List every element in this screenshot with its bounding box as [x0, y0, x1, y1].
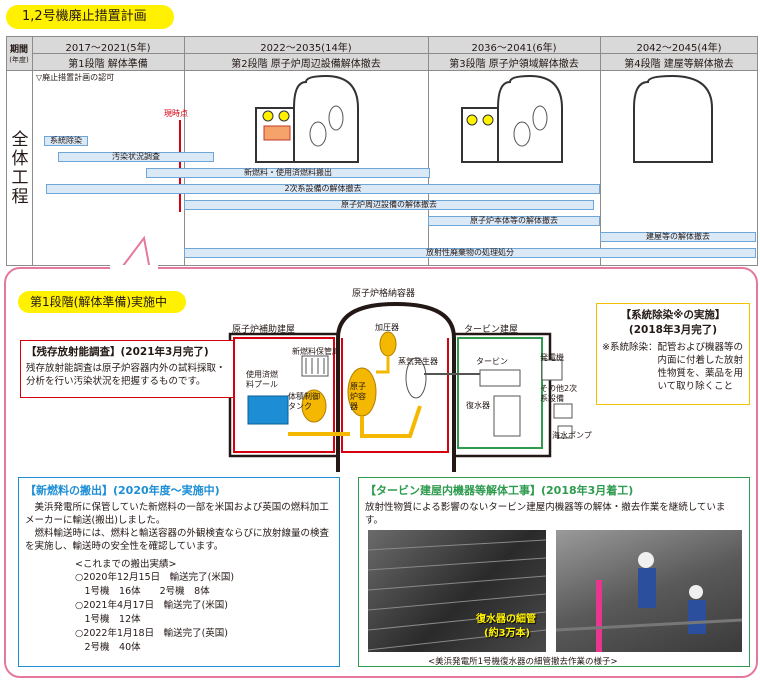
row-label: 全体工程: [11, 130, 29, 207]
label-aux-building: 原子炉補助建屋: [232, 325, 296, 335]
decon-note-label: ※系統除染：: [602, 342, 658, 353]
label-new-fuel-storage: 新燃料保管庫: [292, 347, 340, 356]
year-header: (年度): [9, 56, 29, 64]
fuel-record-line: 1号機 16体 2号機 8体: [75, 586, 210, 597]
panel-pointer: [119, 235, 151, 271]
approval-note: ▽廃止措置計画の認可: [36, 73, 115, 82]
phase-3-plant-icon: [461, 74, 563, 163]
bar-system-decon: 系統除染: [44, 136, 88, 146]
plant-diagram: [228, 301, 573, 472]
label-generator: 発電機: [540, 353, 564, 362]
phase-2-name: 第2段階 原子炉周辺設備解体撤去: [231, 59, 381, 70]
phase-4-plant-icon: [633, 74, 713, 163]
now-marker-line: [179, 120, 181, 212]
residual-survey-text: 残存放射能調査は原子炉容器内外の試料採取・分析を行い汚染状況を把握するものです。: [26, 363, 226, 387]
label-turbine-building: タービン建屋: [464, 325, 519, 335]
label-steam-generator: 蒸気発生器: [398, 357, 438, 366]
phase-3-years: 2036～2041(6年): [471, 43, 557, 54]
turbine-work-text: 放射性物質による影響のないタービン建屋内機器等の解体・撤去作業を継続しています。: [365, 502, 726, 526]
label-reactor-vessel: 原子炉容器: [350, 382, 366, 411]
decon-box: 【系統除染※の実施】 (2018年3月完了) ※系統除染： 配管および機器等の内…: [596, 303, 750, 405]
label-volume-control-tank: 体積制御タンク: [288, 392, 320, 411]
fuel-record-line: ○2022年1月18日 輸送完了(英国): [75, 628, 229, 639]
turbine-work-title: 【タービン建屋内機器等解体工事】(2018年3月着工): [365, 484, 634, 497]
phase-4-name: 第4段階 建屋等解体撤去: [624, 59, 734, 70]
phase-4-years: 2042～2045(4年): [636, 43, 722, 54]
bar-secondary-dismantling: 2次系設備の解体撤去: [46, 184, 600, 194]
fuel-record-line: ○2021年4月17日 輸送完了(米国): [75, 600, 229, 611]
fuel-record-line: 1号機 12体: [75, 614, 141, 625]
fuel-record-line: 2号機 40体: [75, 642, 141, 653]
phase-2-years: 2022～2035(14年): [260, 43, 352, 54]
photo-label-count: (約3万本): [484, 628, 531, 639]
bar-waste-disposal: 放射性廃棄物の処理処分: [184, 248, 756, 258]
label-containment: 原子炉格納容器: [352, 289, 416, 299]
fuel-removal-box: 【新燃料の搬出】(2020年度～実施中) 美浜発電所に保管していた新燃料の一部を…: [18, 477, 340, 667]
phase-1-years: 2017～2021(5年): [65, 43, 151, 54]
fuel-removal-text-1: 美浜発電所に保管していた新燃料の一部を米国および英国の燃料加工メーカーに輸送(搬…: [25, 502, 329, 526]
fuel-record-line: ○2020年12月15日 輸送完了(米国): [75, 572, 235, 583]
phase-2-plant-icon: [255, 74, 359, 163]
photo-caption: <美浜発電所1号機復水器の細管撤去作業の様子>: [428, 657, 618, 667]
label-turbine: タービン: [476, 357, 508, 366]
decon-date: (2018年3月完了): [628, 324, 718, 336]
now-label: 現時点: [164, 109, 188, 118]
photo-label-tubes: 復水器の細管: [476, 614, 536, 625]
bar-building-dismantling: 建屋等の解体撤去: [600, 232, 756, 242]
bar-reactor-periphery: 原子炉周辺設備の解体撤去: [184, 200, 594, 210]
label-condenser: 復水器: [466, 401, 490, 410]
stage-label: 第1段階(解体準備)実施中: [18, 291, 186, 313]
label-other-secondary: その他2次系設備: [540, 384, 578, 403]
residual-survey-box: 【残存放射能調査】(2021年3月完了) 残存放射能調査は原子炉容器内外の試料採…: [20, 340, 234, 398]
phase-1-name: 第1段階 解体準備: [68, 59, 148, 70]
schedule-table: 期間 (年度) 2017～2021(5年) 第1段階 解体準備 2022～203…: [6, 36, 758, 266]
decon-title: 【系統除染※の実施】: [620, 309, 726, 321]
decon-note-text: 配管および機器等の内面に付着した放射性物質を、薬品を用いて取り除くこと: [657, 342, 743, 392]
workers-photo: [556, 530, 742, 652]
condenser-tubes-photo: [368, 530, 546, 652]
label-spent-fuel-pool: 使用済燃料プール: [246, 370, 278, 389]
residual-survey-title: 【残存放射能調査】(2021年3月完了): [26, 346, 209, 358]
page-title: 1,2号機廃止措置計画: [6, 5, 174, 29]
fuel-removal-title: 【新燃料の搬出】(2020年度～実施中): [25, 484, 220, 497]
period-header: 期間: [9, 45, 28, 55]
bar-contamination-survey: 汚染状況調査: [58, 152, 214, 162]
bar-fuel-removal: 新燃料・使用済燃料搬出: [146, 168, 430, 178]
fuel-record-title: <これまでの搬出実績>: [75, 559, 177, 570]
bar-reactor-body: 原子炉本体等の解体撤去: [428, 216, 600, 226]
phase-3-name: 第3段階 原子炉領域解体撤去: [449, 59, 579, 70]
label-seawater-pump: 海水ポンプ: [552, 431, 592, 440]
label-pressurizer: 加圧器: [375, 323, 399, 332]
fuel-removal-text-2: 燃料輸送時には、燃料と輸送容器の外観検査ならびに放射線量の検査を実施し、輸送時の…: [25, 528, 330, 552]
